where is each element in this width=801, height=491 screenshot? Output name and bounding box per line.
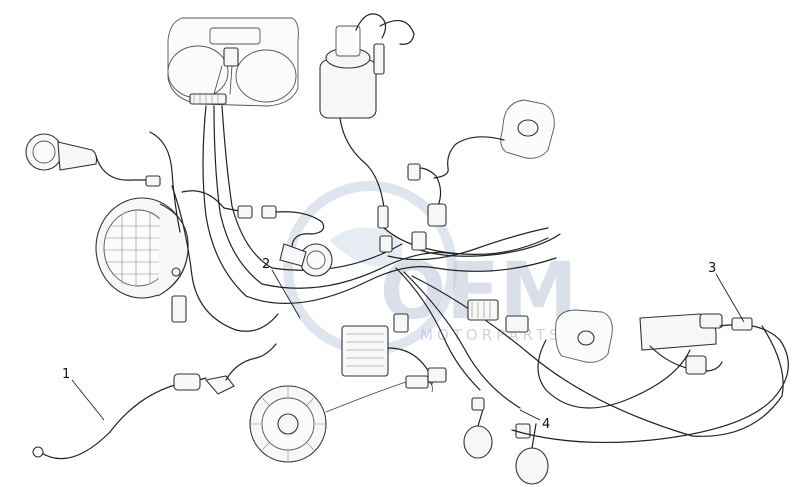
- watermark-subtitle: MOTORPARTS: [420, 326, 563, 344]
- callout-2-leader: [271, 269, 301, 319]
- callout-2: 2: [262, 257, 270, 272]
- callout-4-leader: [519, 409, 541, 421]
- ground-cable: [32, 343, 277, 460]
- cluster-connector: [189, 93, 227, 105]
- instrument-cluster: [167, 17, 299, 107]
- right-handlebar-switch: [407, 99, 555, 227]
- callout-1-leader: [71, 379, 105, 421]
- ignition-switch: [319, 13, 415, 229]
- stator: [249, 367, 447, 463]
- headlight: [95, 197, 189, 299]
- callout-1: 1: [62, 367, 70, 382]
- callout-3-leader: [715, 273, 745, 323]
- left-indicator: [25, 133, 161, 187]
- callout-3: 3: [708, 261, 716, 276]
- main-harness: [149, 105, 784, 437]
- parking-lamp: [279, 243, 333, 277]
- callouts: 1 2 3 4: [62, 257, 745, 432]
- voltage-regulator: [341, 313, 433, 385]
- left-handlebar-switch: [537, 309, 723, 409]
- clutch-switch-cable: [511, 317, 789, 444]
- callout-4: 4: [542, 417, 550, 432]
- horn: [463, 397, 549, 485]
